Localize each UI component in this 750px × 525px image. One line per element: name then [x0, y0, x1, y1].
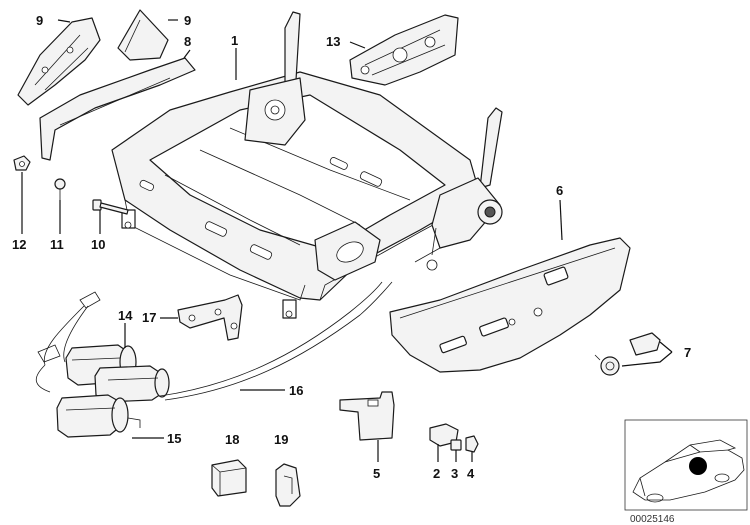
seat-side-panel	[389, 237, 631, 373]
label-10: 10	[91, 237, 105, 252]
label-16: 16	[289, 383, 303, 398]
label-9-left: 9	[36, 13, 43, 28]
motor-assembly	[35, 291, 170, 438]
switch-bracket	[339, 391, 395, 441]
screw	[54, 178, 66, 200]
clip	[211, 459, 247, 497]
switch-knob	[465, 435, 479, 453]
document-number: 00025146	[630, 514, 675, 525]
bolt	[92, 199, 129, 215]
label-14: 14	[118, 308, 133, 323]
recliner-gearbox	[349, 14, 459, 86]
bowden-cables	[159, 281, 393, 401]
label-8: 8	[184, 34, 191, 49]
label-9-right: 9	[184, 13, 191, 28]
label-13: 13	[326, 34, 340, 49]
seat-frame	[111, 11, 503, 319]
label-1: 1	[231, 33, 238, 48]
adjuster-knob	[594, 332, 661, 376]
car-locator-inset	[624, 419, 748, 511]
label-12: 12	[12, 237, 26, 252]
switch-cap	[450, 439, 462, 451]
label-7: 7	[684, 345, 691, 360]
label-19: 19	[274, 432, 288, 447]
rail-trim	[39, 57, 196, 161]
label-11: 11	[50, 237, 64, 252]
nut	[13, 155, 31, 171]
connector	[275, 463, 301, 507]
label-17: 17	[142, 310, 156, 325]
label-18: 18	[225, 432, 239, 447]
mounting-bracket	[177, 294, 243, 341]
car-locator-icon	[632, 439, 745, 503]
label-2: 2	[433, 466, 440, 481]
leader-lines	[21, 19, 673, 462]
label-5: 5	[373, 466, 380, 481]
label-4: 4	[467, 466, 475, 481]
part-labels: 1 13 9 9 8 12 11 10 6 7 14 17 16 15 18 1…	[12, 13, 691, 481]
trim-cap	[117, 9, 169, 61]
seat-position-dot-icon	[689, 457, 707, 475]
label-15: 15	[167, 431, 181, 446]
label-6: 6	[556, 183, 563, 198]
label-3: 3	[451, 466, 458, 481]
side-cover-left	[17, 17, 101, 106]
